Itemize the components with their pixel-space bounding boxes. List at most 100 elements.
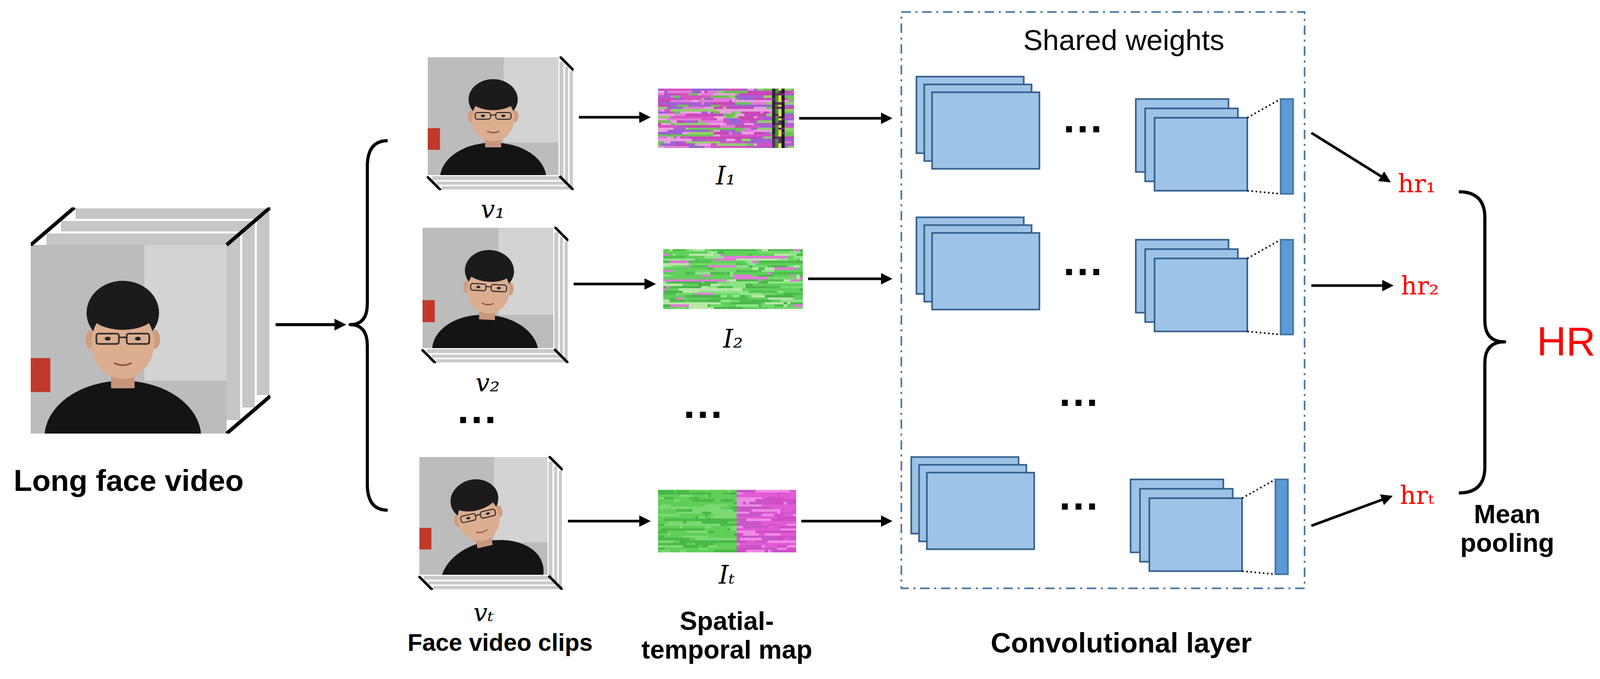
map-cell (679, 111, 684, 115)
map-cell (744, 102, 749, 105)
red-object (426, 128, 441, 150)
map-cell (750, 111, 755, 115)
map-cell (744, 97, 749, 101)
map-cell (673, 131, 678, 135)
map-cell (691, 249, 696, 252)
text-slot: I₁ (715, 162, 736, 190)
map-cell (698, 283, 702, 287)
map-cell (750, 134, 755, 138)
map-cell (688, 102, 693, 105)
map-cell (679, 102, 684, 105)
map-cell (755, 265, 760, 268)
map-cell (695, 118, 699, 121)
map-cell (796, 281, 801, 284)
map-cell (685, 90, 690, 94)
map-cell (670, 134, 675, 138)
map-cell (670, 125, 675, 128)
map-cell (695, 141, 699, 144)
map-cell (701, 253, 705, 257)
front-frame (30, 244, 227, 434)
map-cell (750, 97, 755, 101)
map-cell (757, 102, 761, 105)
person (44, 280, 202, 434)
map-cell (691, 125, 696, 128)
map-cell (775, 120, 779, 123)
map-cell (728, 138, 733, 142)
map-cell (666, 251, 671, 254)
map-cell (720, 97, 724, 101)
map-cell (667, 131, 672, 135)
map-cell (720, 118, 724, 121)
map-cell (775, 127, 779, 131)
map-cell (761, 271, 766, 275)
map-cell (673, 136, 678, 140)
map-cell (713, 143, 718, 146)
map-cell (682, 118, 687, 121)
map-cell (658, 127, 662, 131)
map-cell (775, 108, 779, 112)
map-cell (790, 100, 795, 103)
map-cell (733, 263, 737, 266)
map-cell (720, 88, 724, 92)
map-cell (742, 253, 747, 257)
map-cell (739, 267, 743, 270)
map-cell (777, 279, 781, 282)
map-cell (778, 143, 783, 146)
map-cell (772, 131, 776, 135)
map-cell (726, 95, 730, 98)
frame-border (427, 56, 560, 176)
map-cell (769, 125, 774, 128)
map-cell (775, 131, 779, 135)
map-cell (698, 251, 702, 254)
map-cell (695, 129, 699, 133)
map-cell (761, 276, 766, 280)
map-cell (741, 136, 746, 140)
map-cell (732, 118, 736, 121)
map-cell (723, 138, 727, 142)
map-cell (720, 100, 724, 103)
map-cell (766, 143, 771, 146)
map-cell (790, 95, 795, 98)
map-cell (753, 90, 758, 94)
map-cell (742, 263, 747, 266)
map-cell (704, 269, 709, 273)
map-cell (799, 265, 803, 268)
map-cell (780, 260, 785, 264)
map-cell (723, 118, 727, 121)
map-cell (688, 267, 693, 270)
map-cell (658, 138, 662, 142)
eye (480, 114, 486, 118)
map-cell (775, 93, 779, 96)
map-cell (679, 113, 684, 117)
map-cell (701, 145, 705, 148)
map-cell (701, 271, 705, 275)
map-cell (720, 90, 724, 94)
map-cell (787, 263, 791, 266)
map-cell (707, 100, 712, 103)
map-cell (691, 97, 696, 101)
map-cell (676, 116, 681, 119)
map-cell (747, 134, 752, 138)
eye (466, 516, 471, 520)
map-cell (664, 138, 668, 142)
map-cell (717, 281, 722, 284)
map-cell (726, 263, 731, 266)
map-cell (673, 141, 678, 144)
map-cell (741, 97, 746, 101)
map-cell (676, 100, 681, 103)
map-cell (688, 90, 693, 94)
map-cell (723, 143, 727, 146)
map-cell (787, 141, 792, 144)
map-cell (790, 271, 795, 275)
map-cell (744, 122, 749, 126)
map-cell (707, 108, 712, 112)
map-cell (685, 260, 690, 264)
map-cell (733, 260, 737, 264)
map-cell (755, 253, 760, 257)
map-cell (704, 120, 709, 123)
map-cell (695, 120, 699, 123)
glasses-bridge (118, 336, 127, 339)
map-cell (720, 104, 724, 108)
map-cell (720, 141, 724, 144)
map-cell (790, 141, 795, 144)
